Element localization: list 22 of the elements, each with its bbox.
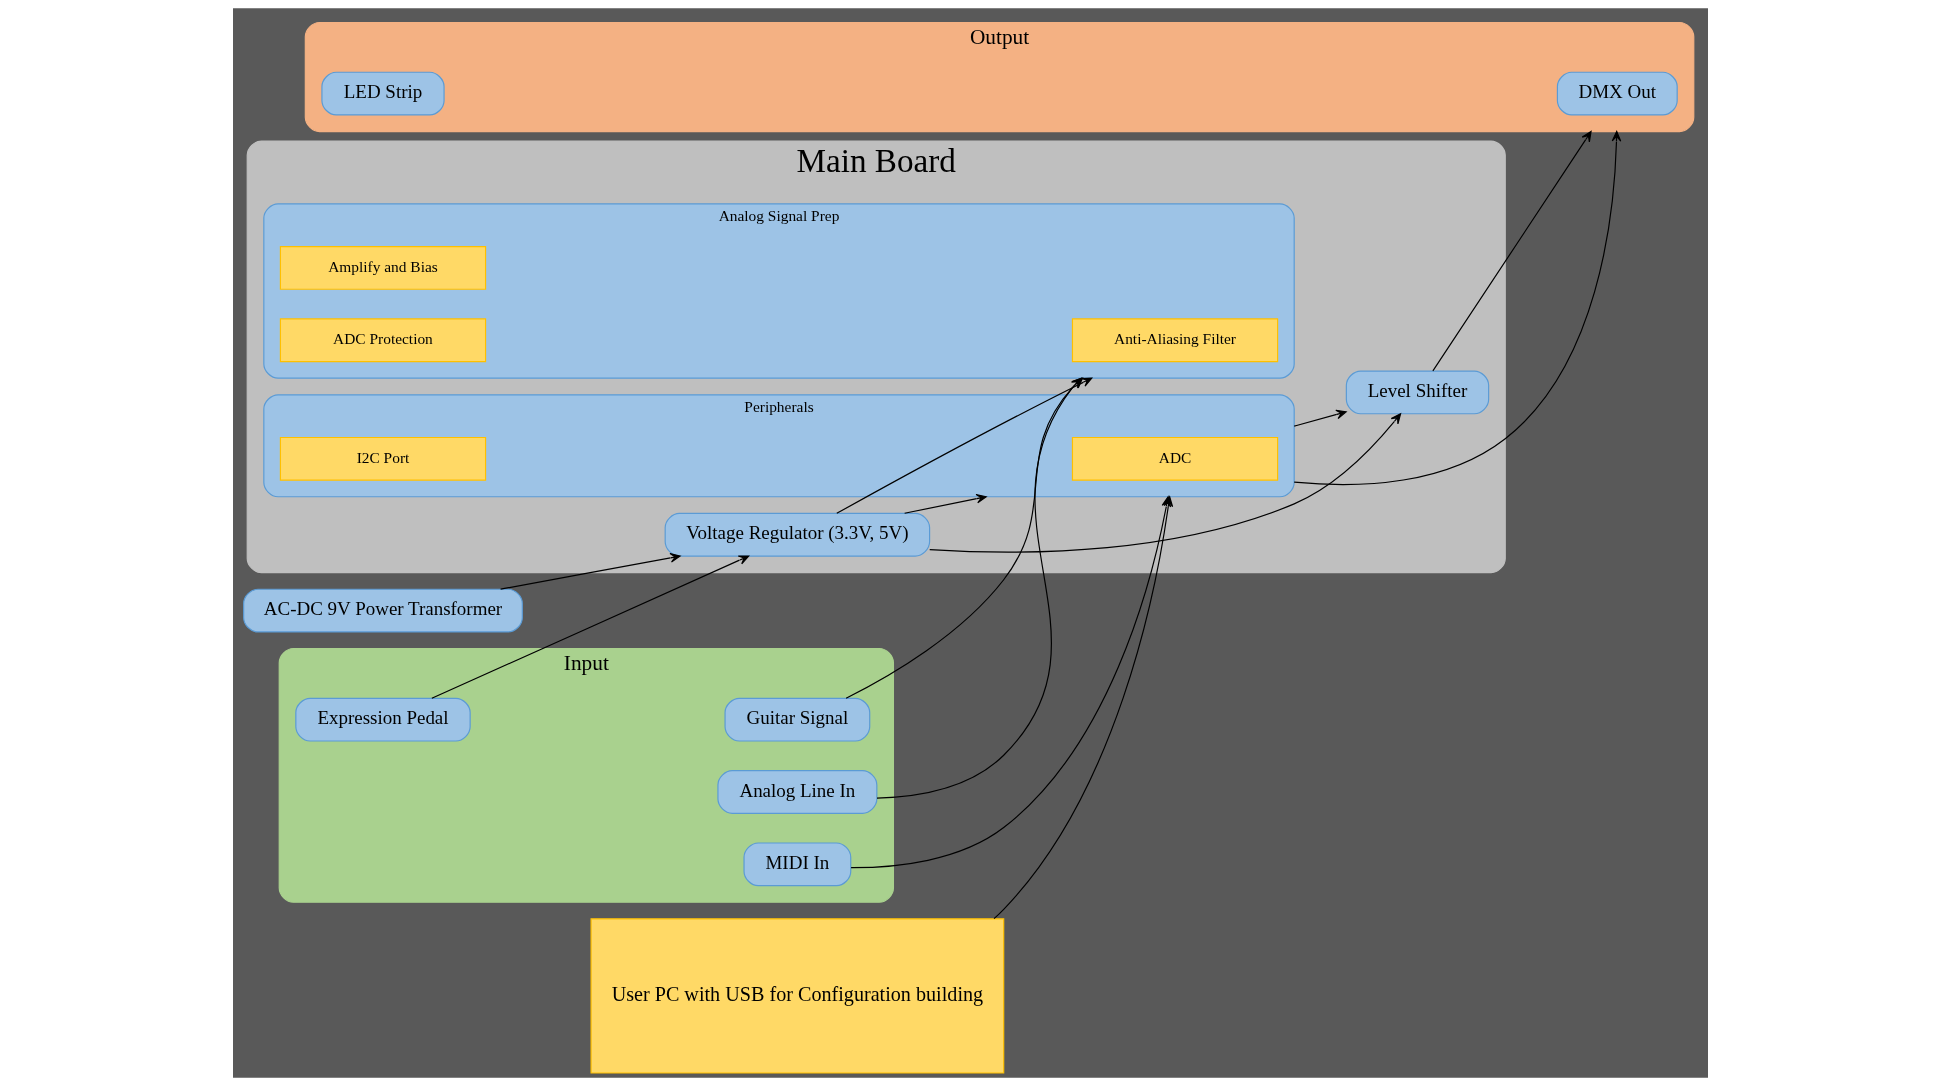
node-box: Expression Pedal (295, 697, 471, 742)
arrow (1432, 130, 1592, 372)
arrow (1293, 130, 1622, 486)
node-box: Amplify and Bias (279, 246, 487, 290)
node-box: Anti-Aliasing Filter (1071, 318, 1279, 363)
node-box: ADC Protection (279, 318, 487, 363)
node-box: User PC with USB for Configuration building (590, 918, 1005, 1074)
node-box: Guitar Signal (724, 697, 871, 742)
arrow (1293, 409, 1347, 427)
node-box: Level Shifter (1345, 370, 1490, 415)
node-box: I2C Port (279, 436, 487, 481)
arrow (929, 413, 1402, 553)
node-box: DMX Out (1556, 71, 1678, 116)
node-box: Analog Line In (717, 770, 878, 814)
node-box: ADC (1071, 436, 1279, 481)
node-box: AC-DC 9V Power Transformer (243, 588, 523, 633)
arrow (904, 493, 987, 514)
node-box: MIDI In (743, 842, 852, 887)
node-box: LED Strip (321, 71, 445, 116)
arrow (500, 553, 681, 590)
node-box: Voltage Regulator (3.3V, 5V) (664, 512, 931, 557)
arrow (431, 555, 750, 699)
